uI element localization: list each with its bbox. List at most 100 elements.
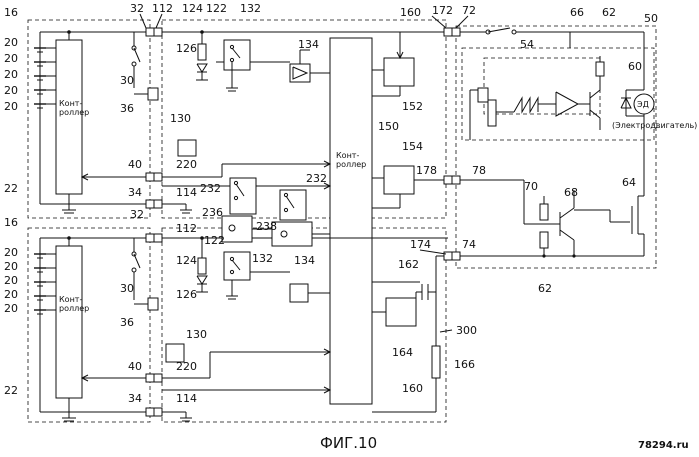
motor-caption: (Электродвигатель) xyxy=(612,121,697,130)
controller-bottom-block xyxy=(55,245,83,399)
ref-134-top: 134 xyxy=(298,38,319,51)
ref-68: 68 xyxy=(564,186,578,199)
ref-40-top: 40 xyxy=(128,158,142,171)
ref-36-bottom: 36 xyxy=(120,316,134,329)
ref-122-bottom: 122 xyxy=(204,234,225,247)
connector-34-bottom xyxy=(145,407,155,417)
ref-64: 64 xyxy=(622,176,636,189)
ref-20: 20 xyxy=(4,274,18,287)
ref-112-bottom: 112 xyxy=(176,222,197,235)
resistor-166 xyxy=(431,345,441,379)
ref-232-right: 232 xyxy=(306,172,327,185)
ref-130-bottom: 130 xyxy=(186,328,207,341)
ref-30-top: 30 xyxy=(120,74,134,87)
motor-label: ЭД xyxy=(637,100,649,109)
ref-160-top: 160 xyxy=(400,6,421,19)
amplifier-134-bottom xyxy=(289,283,309,303)
ref-162: 162 xyxy=(398,258,419,271)
connector-34-top xyxy=(145,199,155,209)
ref-74: 74 xyxy=(462,238,476,251)
ref-300: 300 xyxy=(456,324,477,337)
ref-34-bottom: 34 xyxy=(128,392,142,405)
battery-pack-bottom: Конт-роллер xyxy=(34,233,163,422)
ref-124-bottom: 124 xyxy=(176,254,197,267)
ref-132-top: 132 xyxy=(240,2,261,15)
ref-160-bottom: 160 xyxy=(402,382,423,395)
ref-20: 20 xyxy=(4,260,18,273)
ref-164: 164 xyxy=(392,346,413,359)
ref-30-bottom: 30 xyxy=(120,282,134,295)
controller-top-label: Конт-роллер xyxy=(59,99,89,117)
connector-40-bottom xyxy=(145,373,155,383)
ref-134-bottom: 134 xyxy=(294,254,315,267)
ref-32-top: 32 xyxy=(130,2,144,15)
ref-238: 238 xyxy=(256,220,277,233)
controller-bottom-label: Конт-роллер xyxy=(59,295,89,313)
ref-62-top: 62 xyxy=(602,6,616,19)
ref-174: 174 xyxy=(410,238,431,251)
battery-pack-top: Конт-роллер xyxy=(34,27,163,214)
ref-20: 20 xyxy=(4,52,18,65)
ref-172: 172 xyxy=(432,4,453,17)
connector-178 xyxy=(443,175,453,185)
ref-72: 72 xyxy=(462,4,476,17)
connector-32-top xyxy=(145,27,155,37)
controller-top-block xyxy=(55,39,83,195)
ref-232-left: 232 xyxy=(200,182,221,195)
block-154 xyxy=(383,165,415,195)
figure-caption: ФИГ.10 xyxy=(320,434,377,452)
ref-114-top: 114 xyxy=(176,186,197,199)
ref-20: 20 xyxy=(4,288,18,301)
controller-main-label: Конт-роллер xyxy=(336,151,366,169)
ref-32-bottom: 32 xyxy=(130,208,144,221)
leader-lines xyxy=(139,13,469,333)
ref-62-bottom: 62 xyxy=(538,282,552,295)
ref-152: 152 xyxy=(402,100,423,113)
ref-20: 20 xyxy=(4,100,18,113)
ref-20: 20 xyxy=(4,36,18,49)
block-164 xyxy=(385,297,417,327)
ref-20: 20 xyxy=(4,84,18,97)
ref-220-bottom: 220 xyxy=(176,360,197,373)
ref-50: 50 xyxy=(644,12,658,25)
ref-154: 154 xyxy=(402,140,423,153)
ref-220-top: 220 xyxy=(176,158,197,171)
ref-20: 20 xyxy=(4,246,18,259)
ref-40-bottom: 40 xyxy=(128,360,142,373)
ref-178: 178 xyxy=(416,164,437,177)
ref-112-top: 112 xyxy=(152,2,173,15)
ref-36-top: 36 xyxy=(120,102,134,115)
controller-main-block xyxy=(329,37,373,405)
ref-150: 150 xyxy=(378,120,399,133)
load-circuit: ЭД (Электродвигатель) xyxy=(443,27,697,261)
ref-16-top: 16 xyxy=(4,6,18,19)
ref-166: 166 xyxy=(454,358,475,371)
ref-126-top: 126 xyxy=(176,42,197,55)
ref-22-bottom: 22 xyxy=(4,384,18,397)
reference-labels: 16 20 20 20 20 20 22 16 20 20 20 20 20 2… xyxy=(4,2,658,405)
ref-20: 20 xyxy=(4,68,18,81)
ref-132-bottom: 132 xyxy=(252,252,273,265)
watermark: 78294.ru xyxy=(638,440,689,451)
connector-172 xyxy=(443,27,453,37)
charger-unit: Конт-роллер xyxy=(162,30,448,422)
ref-126-bottom: 126 xyxy=(176,288,197,301)
ref-20: 20 xyxy=(4,302,18,315)
ref-70: 70 xyxy=(524,180,538,193)
ref-130-top: 130 xyxy=(170,112,191,125)
ref-60: 60 xyxy=(628,60,642,73)
ref-236: 236 xyxy=(202,206,223,219)
ref-66: 66 xyxy=(570,6,584,19)
connector-40-top xyxy=(145,172,155,182)
ref-78: 78 xyxy=(472,164,486,177)
ref-114-bottom: 114 xyxy=(176,392,197,405)
ref-34-top: 34 xyxy=(128,186,142,199)
ref-124-top: 124 xyxy=(182,2,203,15)
ref-54: 54 xyxy=(520,38,534,51)
connector-32-bottom xyxy=(145,233,155,243)
block-152 xyxy=(383,57,415,87)
connector-174 xyxy=(443,251,453,261)
ref-122-top: 122 xyxy=(206,2,227,15)
ref-22-top: 22 xyxy=(4,182,18,195)
